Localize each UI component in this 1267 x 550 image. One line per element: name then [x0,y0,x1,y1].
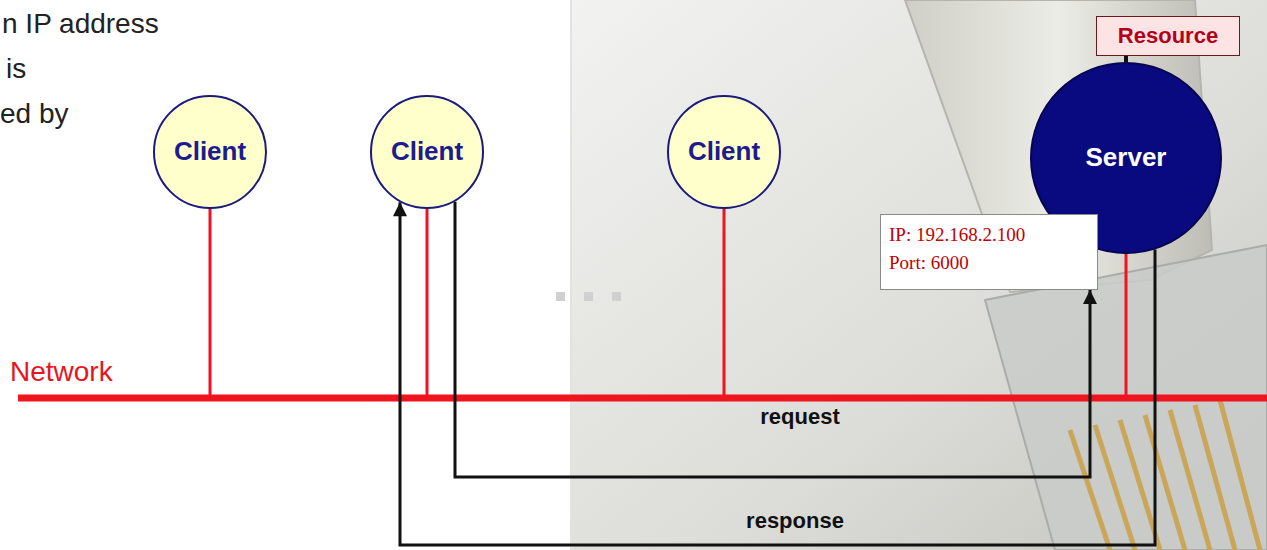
node-text: Port: 6000 [889,249,969,277]
node-text: Client [688,136,760,167]
cut-text: is [6,53,26,85]
plug-pins [1070,400,1260,550]
network-stubs [210,152,1126,398]
edge-label: response [746,508,844,534]
node-text: Server [1086,142,1167,173]
edge-label: request [760,404,839,430]
cable-photo-ground [572,0,1267,550]
address-box: IP: 192.168.2.100Port: 6000 [880,214,1098,290]
node-text: Client [174,136,246,167]
connector-arrow [400,202,1155,545]
cut-text: ed by [0,98,69,130]
circle-fill [154,96,266,208]
circle-fill [668,96,780,208]
circle-fill [371,96,483,208]
connector-arrow [1124,56,1128,62]
node-text: Resource [1118,23,1218,49]
connector-arrow [455,202,1090,477]
photo-edge [570,0,572,550]
network-line [18,395,1267,402]
resource-box: Resource [1096,16,1240,56]
node-text: Client [391,136,463,167]
client-circle: Client [370,95,484,209]
client-circle: Client [667,95,781,209]
client-circle: Client [153,95,267,209]
network-label: Network [10,356,113,388]
ellipsis-dots [556,292,621,301]
node-text: IP: 192.168.2.100 [889,221,1025,249]
cut-text: n IP address [2,8,159,40]
